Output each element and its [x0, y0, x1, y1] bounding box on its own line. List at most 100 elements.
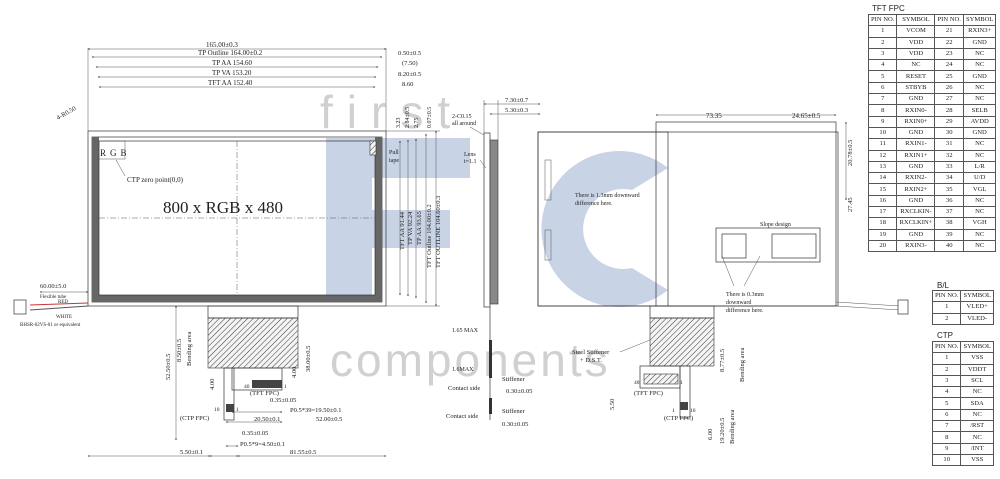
table-cell: RXIN3-	[896, 239, 936, 253]
dim-topright-3: 8.60	[402, 81, 413, 88]
bottom-dim-2: 20.50±0.1	[254, 416, 280, 423]
back-dim-1: 24.65±0.5	[792, 112, 821, 120]
table-cell: 8	[867, 104, 898, 117]
back-ctp-contacts	[680, 402, 688, 410]
dim-top-0: 165.00±0.3	[206, 41, 238, 49]
bottom-dim-6: 5.50±0.1	[180, 449, 203, 456]
table-cell: 31	[934, 138, 964, 151]
front-ctp-fpc-label: (CTP FPC)	[180, 415, 209, 422]
table-cell: NC	[962, 47, 997, 61]
table-cell: NC	[962, 81, 997, 95]
bottom-dim-0: 0.35±0.05	[270, 397, 296, 404]
watermark: first components	[320, 86, 668, 386]
table-cell: 27	[934, 93, 964, 106]
back-block-1	[721, 233, 747, 259]
table-cell: 13	[867, 160, 898, 174]
table-cell: 19	[867, 228, 898, 241]
table-header: PIN NO.	[931, 289, 962, 303]
table-cell: SDA	[960, 397, 994, 410]
tft-fpc-hatched	[207, 317, 299, 369]
table-cell: NC	[962, 228, 997, 241]
dim-right-4: TFT OUTLINE 104.60±0.3	[435, 196, 442, 268]
back-note-leader-1	[721, 255, 735, 287]
back-dim-r0: 20.78±0.5	[847, 140, 854, 166]
back-note-3: There is 0.3mm	[726, 292, 764, 298]
table-cell: /INT	[960, 442, 994, 455]
table-cell: 20	[867, 239, 898, 253]
table-cell: VLED-	[960, 312, 994, 325]
table-cell: RXIN2+	[896, 183, 936, 196]
back-note-4: downward	[726, 300, 751, 306]
back-cable-1	[835, 301, 901, 307]
stiffener-leader	[619, 339, 651, 353]
back-note-0: There is 1.3mm downward	[575, 193, 640, 199]
table-cell: RXCLKIN+	[896, 217, 936, 230]
table-cell: 40	[934, 239, 964, 253]
lens-label-2: t=1.1	[464, 159, 477, 165]
table-cell: STBYB	[896, 81, 936, 95]
table-cell: AVDD	[962, 115, 997, 128]
table-cell: 10	[867, 126, 898, 140]
back-pin1b: 1	[672, 408, 675, 414]
table-header: SYMBOL	[896, 13, 936, 27]
back-view: 73.35 24.65±0.5 20.78±0.5 27.45 There is…	[537, 112, 909, 444]
table-cell: 33	[934, 160, 964, 174]
table-cell: 3	[867, 47, 898, 61]
back-cover	[655, 121, 837, 307]
table-cell: GND	[896, 228, 936, 241]
ctp-zero-label: CTP zero point(0,0)	[127, 176, 184, 184]
table-header: SYMBOL	[960, 340, 994, 354]
rgb-label: RGB	[100, 148, 131, 158]
bl-connector	[13, 299, 27, 315]
wire-red	[29, 302, 89, 306]
table-cell: NC	[960, 431, 994, 444]
table-cell: 4	[867, 59, 898, 72]
dim-rsmall-2: 2.75	[414, 118, 420, 129]
chamfer-label-1: 2-C0.15	[452, 114, 472, 120]
table-cell: RESET	[896, 70, 936, 83]
table-cell: NC	[962, 149, 997, 162]
table-cell: 18	[867, 217, 898, 230]
table-cell: VGH	[962, 217, 997, 230]
tft-fpc-tail	[231, 367, 283, 391]
table-cell: NC	[962, 194, 997, 208]
back-note-leader-2	[743, 255, 761, 287]
bottom-dim-5: P0.5*9=4.50±0.1	[240, 441, 285, 448]
table-cell: 32	[934, 149, 964, 162]
table-cell: 30	[934, 126, 964, 140]
table-header: PIN NO.	[934, 13, 964, 27]
table-header: PIN NO.	[867, 13, 898, 27]
dim-topright-0: 0.50±0.5	[398, 50, 421, 57]
dim-rsmall-3: 0.07±0.5	[427, 107, 433, 128]
back-tab-2	[544, 229, 552, 261]
dim-top-2: TP AA 154.60	[212, 59, 252, 67]
cable-dim: 60.00±5.0	[40, 283, 66, 290]
table-cell: RXIN0+	[896, 115, 936, 128]
table-cell: 26	[934, 81, 964, 95]
chamfer-leader	[469, 126, 485, 136]
table-cell: 22	[934, 36, 964, 49]
back-dim-0: 73.35	[706, 112, 722, 120]
